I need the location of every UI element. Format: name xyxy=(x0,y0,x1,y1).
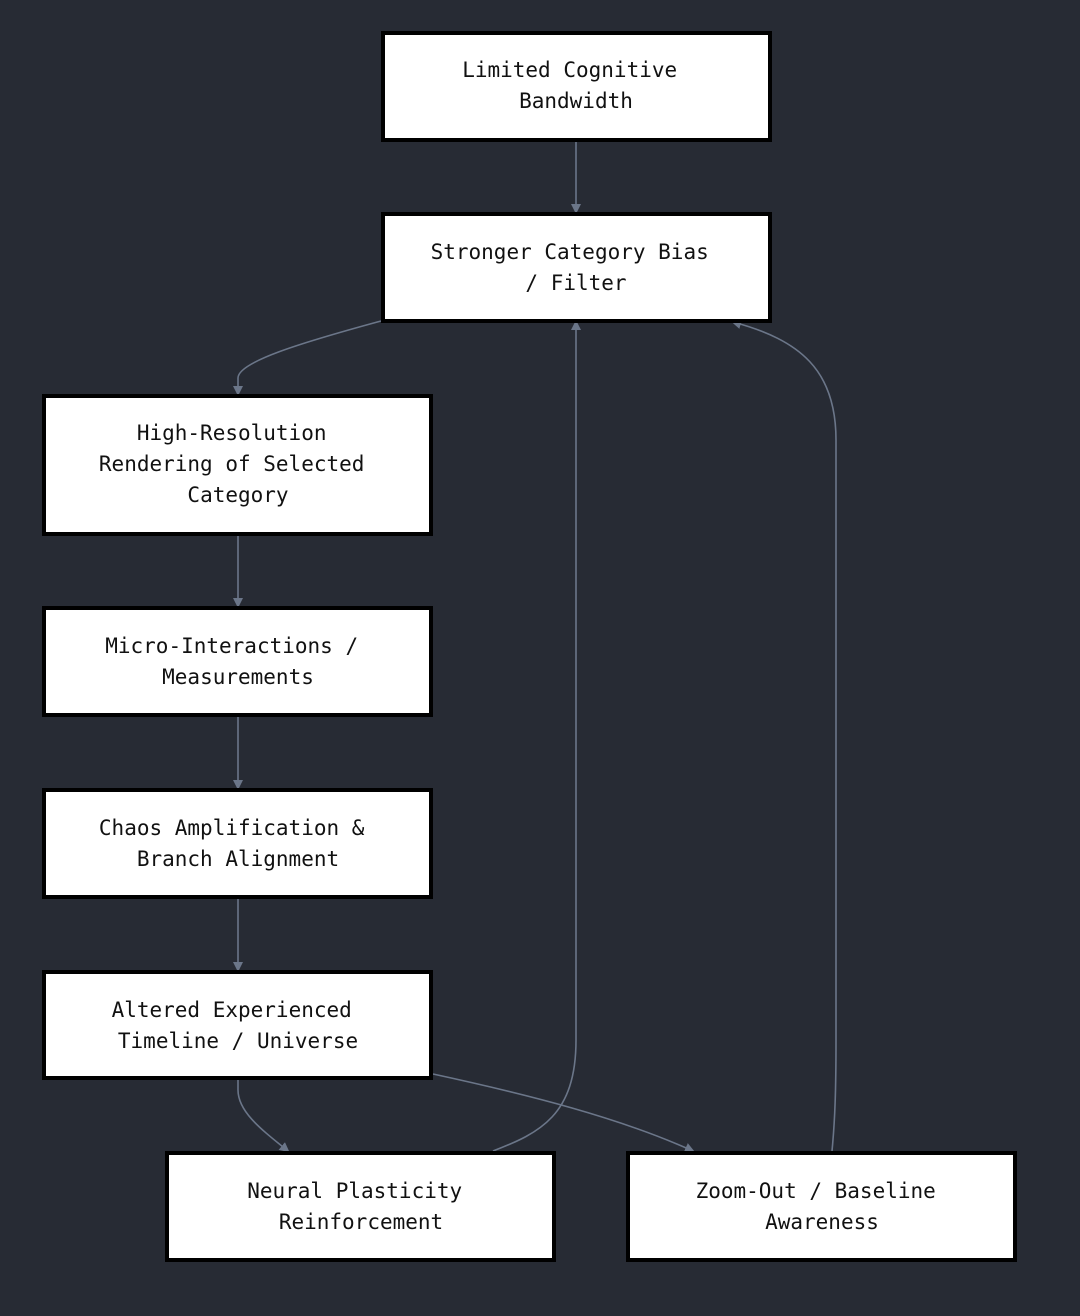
node-label: Chaos Amplification & Branch Alignment xyxy=(99,816,377,871)
node-label-line: Category xyxy=(187,483,288,507)
node-label-line: Chaos Amplification & xyxy=(99,816,365,840)
node-label-line: Reinforcement xyxy=(279,1210,443,1234)
node-label-line: Awareness xyxy=(765,1210,879,1234)
edges-layer xyxy=(233,142,837,1153)
node-label-line: Rendering of Selected xyxy=(99,452,365,476)
node-label-line: Zoom-Out / Baseline xyxy=(696,1179,936,1203)
node-label-line: Bandwidth xyxy=(519,89,633,113)
node-box xyxy=(165,1151,556,1262)
node-label-line: Limited Cognitive xyxy=(462,58,677,82)
nodes-layer: Limited Cognitive Bandwidth Stronger Cat… xyxy=(42,31,1017,1262)
node-box xyxy=(381,212,772,323)
edge-bias-to-highres xyxy=(233,320,382,396)
node-label: Zoom-Out / Baseline Awareness xyxy=(696,1179,949,1234)
node-label: Micro-Interactions / Measurements xyxy=(105,634,371,689)
node-micro-interactions: Micro-Interactions / Measurements xyxy=(42,606,433,717)
node-box xyxy=(626,1151,1017,1262)
node-label-line: Altered Experienced xyxy=(112,998,352,1022)
node-neural-plasticity: Neural Plasticity Reinforcement xyxy=(165,1151,556,1262)
node-label-line: Stronger Category Bias xyxy=(431,240,709,264)
node-stronger-category-bias: Stronger Category Bias / Filter xyxy=(381,212,772,323)
node-chaos-amplification: Chaos Amplification & Branch Alignment xyxy=(42,788,433,899)
edge-zoom-to-bias xyxy=(731,319,837,1152)
node-label-line: / Filter xyxy=(525,271,626,295)
node-label-line: Micro-Interactions / xyxy=(105,634,358,658)
node-limited-cognitive-bandwidth: Limited Cognitive Bandwidth xyxy=(381,31,772,142)
node-label: Stronger Category Bias / Filter xyxy=(431,240,722,295)
node-label-line: Timeline / Universe xyxy=(118,1029,358,1053)
node-box xyxy=(42,606,433,717)
edge-neural-to-bias xyxy=(492,320,581,1152)
node-zoom-out-baseline: Zoom-Out / Baseline Awareness xyxy=(626,1151,1017,1262)
node-box xyxy=(42,970,433,1080)
node-label-line: Neural Plasticity xyxy=(247,1179,462,1203)
node-label: High-Resolution Rendering of Selected Ca… xyxy=(99,421,377,507)
node-box xyxy=(381,31,772,142)
node-label: Altered Experienced Timeline / Universe xyxy=(112,998,365,1053)
node-label-line: High-Resolution xyxy=(137,421,327,445)
node-label-line: Measurements xyxy=(162,665,314,689)
edge-altered-to-zoom xyxy=(432,1073,695,1153)
node-label: Limited Cognitive Bandwidth xyxy=(462,58,690,113)
node-label-line: Branch Alignment xyxy=(137,847,339,871)
node-box xyxy=(42,788,433,899)
node-altered-experienced-timeline: Altered Experienced Timeline / Universe xyxy=(42,970,433,1080)
node-label: Neural Plasticity Reinforcement xyxy=(247,1179,475,1234)
node-high-resolution-rendering: High-Resolution Rendering of Selected Ca… xyxy=(42,394,433,536)
node-box xyxy=(42,394,433,536)
edge-altered-to-neural xyxy=(237,1080,290,1153)
